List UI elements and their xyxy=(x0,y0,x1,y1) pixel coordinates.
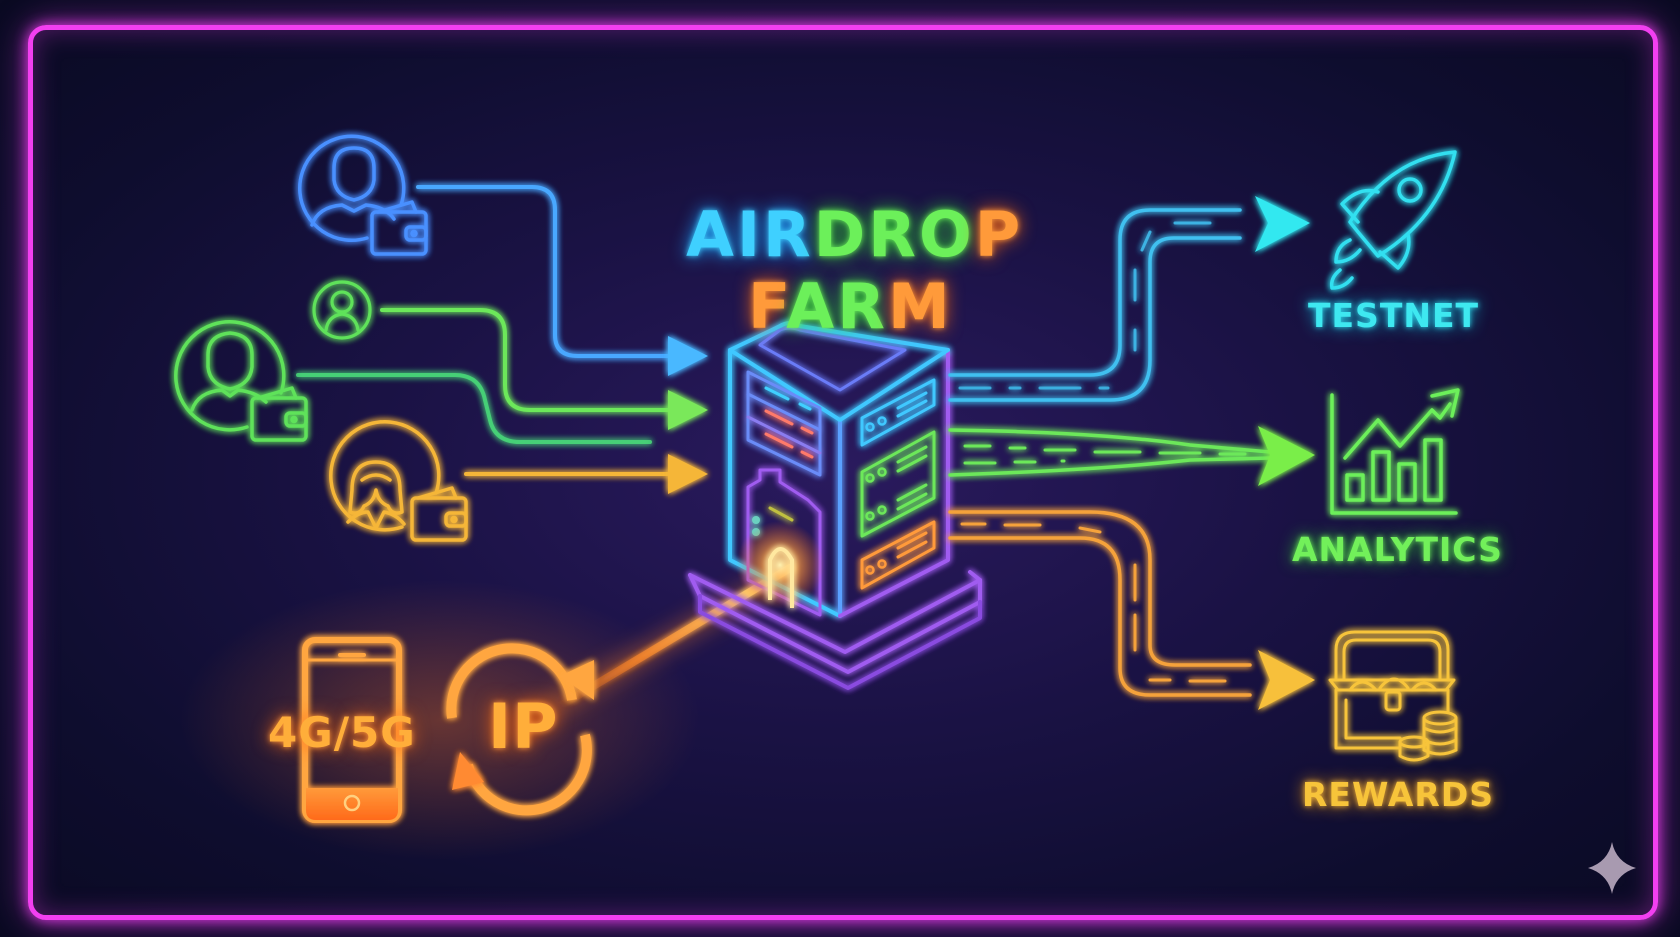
title-air: AIR xyxy=(686,198,814,271)
arrow-right-icon xyxy=(668,390,708,430)
label-testnet: TESTNET xyxy=(1308,296,1480,335)
rotate-arrowheads xyxy=(452,660,594,790)
rocket-icon xyxy=(1329,150,1457,290)
rotate-ip-icon xyxy=(446,643,592,816)
treasure-chest-icon xyxy=(1328,630,1458,762)
arrow-right-icon xyxy=(1258,426,1315,486)
neon-frame xyxy=(28,25,1658,920)
label-analytics: ANALYTICS xyxy=(1292,530,1503,569)
user-wallet-icon xyxy=(174,320,308,442)
smartphone-icon xyxy=(302,637,402,823)
title-line-farm: FARM xyxy=(748,270,953,343)
title-m: M xyxy=(887,270,953,343)
title-f: F xyxy=(748,270,787,343)
flow-line-blue xyxy=(416,185,680,358)
arrow-right-icon xyxy=(1258,650,1315,710)
label-4g-5g: 4G/5G xyxy=(268,708,416,757)
chart-growth-icon xyxy=(1330,388,1460,515)
title-p: P xyxy=(974,198,1024,271)
network-ambient-glow xyxy=(180,580,700,860)
flow-line-green-1 xyxy=(380,308,680,412)
server-tower-icon xyxy=(688,321,982,690)
sparkle-icon xyxy=(1588,842,1636,894)
input-flow-lines xyxy=(296,185,680,476)
title-o: O xyxy=(919,198,975,271)
input-arrowheads xyxy=(668,336,708,494)
road-to-rewards xyxy=(948,510,1252,697)
title-dr: DR xyxy=(813,198,920,271)
road-to-analytics xyxy=(948,428,1272,477)
flow-line-green-2 xyxy=(296,373,652,444)
arrow-right-icon xyxy=(668,454,708,494)
road-to-testnet xyxy=(948,208,1242,402)
user-icon xyxy=(312,280,372,340)
arrow-right-icon xyxy=(1255,196,1310,252)
server-door-glow xyxy=(736,521,824,609)
user-wallet-icon xyxy=(298,134,428,256)
female-user-wallet-icon xyxy=(329,420,468,542)
title-line-airdrop: AIRDROP xyxy=(686,198,1023,271)
arrow-right-icon xyxy=(668,336,708,376)
label-rewards: REWARDS xyxy=(1302,775,1494,814)
label-ip: IP xyxy=(488,690,559,763)
title-ar: AR xyxy=(786,270,888,343)
